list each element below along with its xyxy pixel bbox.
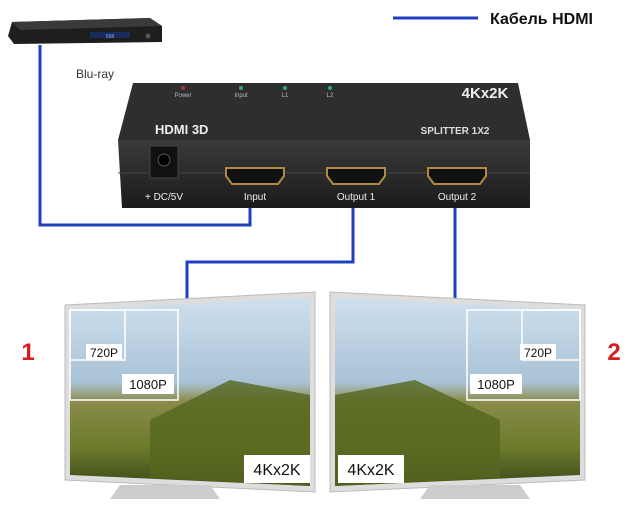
led-l1: L1 (282, 93, 289, 99)
cable-output-1 (185, 205, 355, 308)
splitter-model: SPLITTER 1X2 (421, 126, 490, 137)
port-power-label: + DC/5V (145, 192, 183, 203)
cable-input (38, 45, 252, 227)
display-1: 720P 1080P 4Kx2K (64, 291, 316, 499)
splitter-brand: HDMI 3D (155, 122, 208, 137)
display-2: 720P 1080P 4Kx2K (329, 291, 586, 499)
hdmi-port-output-2 (427, 167, 487, 185)
display-1-number: 1 (21, 339, 34, 366)
led-input: Input (234, 93, 248, 99)
display1-4k: 4Kx2K (253, 462, 300, 479)
hdmi-splitter: Power Input L1 L2 4Kx2K HDMI 3D SPLITTER… (118, 83, 530, 208)
display2-1080p: 1080P (477, 377, 515, 392)
splitter-resolution: 4Kx2K (462, 85, 509, 102)
led-power: Power (174, 93, 191, 99)
hdmi-port-input (225, 167, 285, 185)
display2-720p: 720P (524, 346, 552, 360)
display1-1080p: 1080P (129, 377, 167, 392)
hdmi-cables (38, 45, 457, 308)
display1-720p: 720P (90, 346, 118, 360)
blu-ray-player: 558 (8, 18, 162, 44)
display-2-number: 2 (607, 339, 620, 366)
legend-label: Кабель HDMI (490, 11, 593, 28)
source-label: Blu-ray (76, 67, 114, 81)
hdmi-port-output-1 (326, 167, 386, 185)
port-output1-label: Output 1 (337, 192, 376, 203)
display2-4k: 4Kx2K (347, 462, 394, 479)
led-l2: L2 (327, 93, 334, 99)
port-input-label: Input (244, 192, 266, 203)
port-output2-label: Output 2 (438, 192, 477, 203)
player-display: 558 (106, 34, 115, 40)
